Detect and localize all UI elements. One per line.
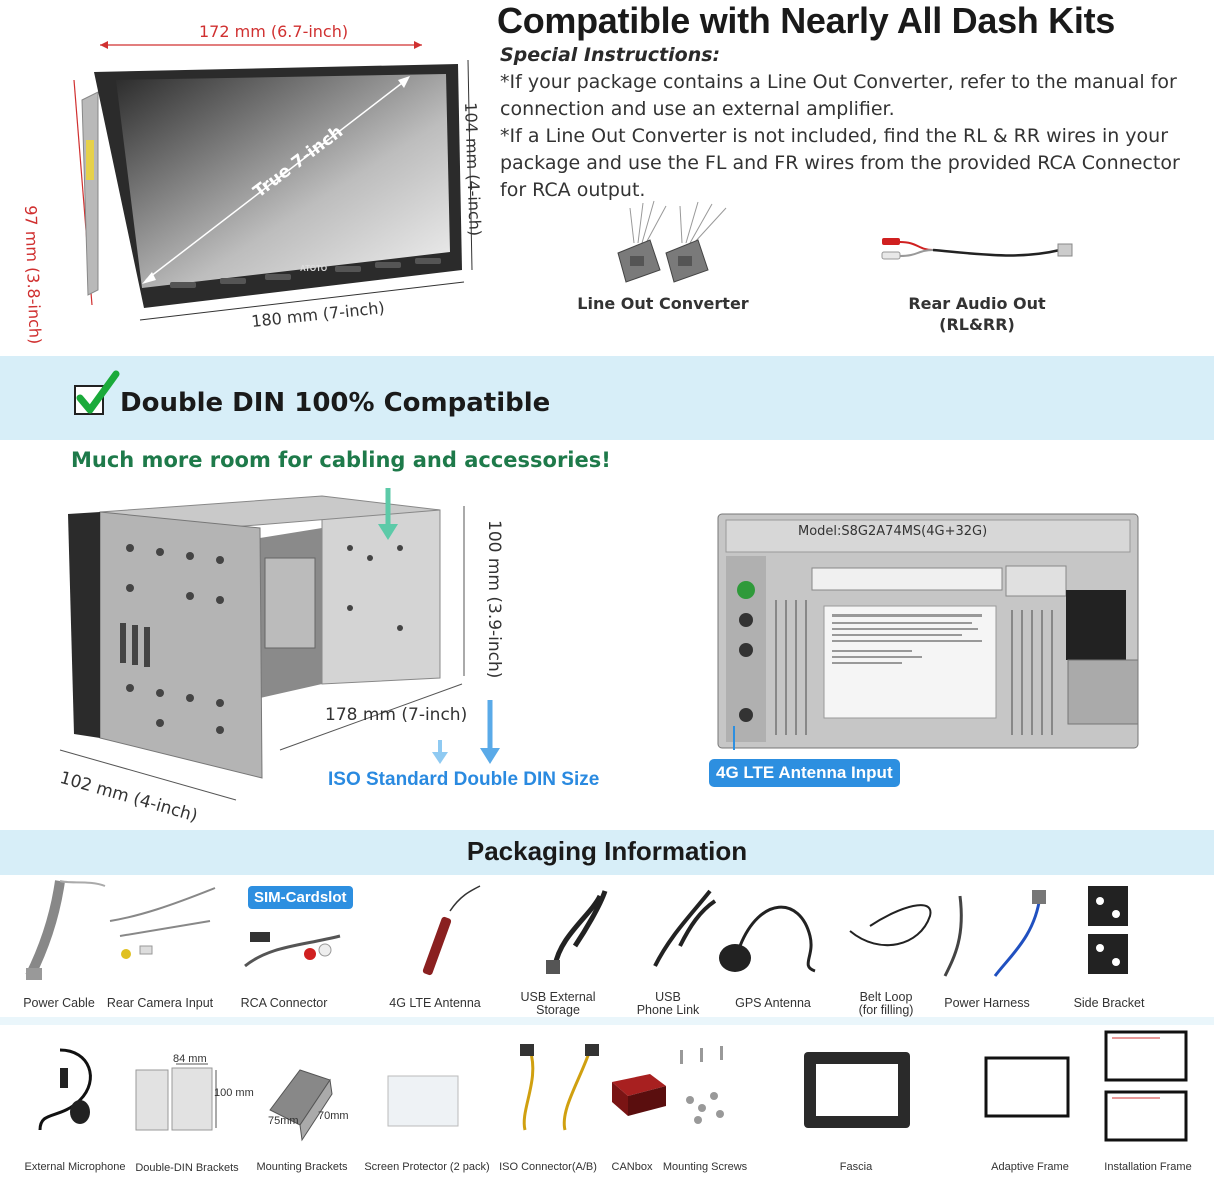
- item-label-usb-phone-1: USB: [655, 990, 681, 1004]
- mounting-bracket-icon: [269, 1069, 333, 1142]
- rca-connector-icon: [244, 932, 341, 968]
- item-label-canbox: CANbox: [611, 1161, 653, 1173]
- item-label-side-bracket: Side Bracket: [1073, 996, 1145, 1010]
- gps-antenna-icon: [719, 905, 816, 973]
- page-title: Compatible with Nearly All Dash Kits: [497, 0, 1115, 41]
- packaging-row1-images: [25, 880, 1128, 980]
- item-label-usb-phone-2: Phone Link: [636, 1003, 700, 1017]
- model-label: Model:S8G2A74MS(4G+32G): [798, 524, 988, 539]
- packaging-title: Packaging Information: [466, 836, 748, 866]
- dim-width-top: 172 mm (6.7-inch): [199, 22, 349, 41]
- din-depth-dim: 178 mm (7-inch): [325, 705, 468, 725]
- packaging-divider: [0, 1017, 1214, 1025]
- packaging-row2-images: [38, 1030, 1188, 1142]
- item-label-mounting-brackets: Mounting Brackets: [256, 1161, 348, 1173]
- din-height-dim: 100 mm (3.9-inch): [484, 520, 504, 679]
- fascia-icon: [804, 1052, 910, 1128]
- lte-antenna-icon: [422, 885, 481, 976]
- din-chassis-illustration: [59, 488, 500, 801]
- item-label-double-din-brackets: Double-DIN Brackets: [135, 1162, 239, 1174]
- item-label-lte: 4G LTE Antenna: [389, 996, 481, 1010]
- bracket-width-dim: 84 mm: [173, 1053, 207, 1065]
- screen-protector-icon: [387, 1075, 459, 1127]
- usb-storage-icon: [546, 890, 608, 974]
- din-title: Double DIN 100% Compatible: [120, 388, 551, 418]
- rear-audio-cable-image: [881, 238, 1073, 260]
- line-out-label: Line Out Converter: [577, 294, 749, 313]
- item-label-power-cable: Power Cable: [23, 996, 95, 1010]
- rear-camera-input-icon: [109, 887, 216, 959]
- adaptive-frame-icon: [984, 1056, 1070, 1118]
- dim-height-left: 97 mm (3.8-inch): [21, 205, 45, 345]
- installation-frame-icon: [1104, 1030, 1188, 1142]
- item-label-microphone: External Microphone: [24, 1161, 126, 1173]
- usb-phone-link-icon: [653, 889, 717, 967]
- power-harness-icon: [943, 890, 1046, 977]
- item-label-iso-connector: ISO Connector(A/B): [499, 1161, 597, 1173]
- item-label-adaptive-frame: Adaptive Frame: [991, 1161, 1069, 1173]
- item-label-rear-camera: Rear Camera Input: [106, 996, 214, 1010]
- line-out-converter-image: [617, 200, 727, 283]
- item-label-fascia: Fascia: [839, 1161, 873, 1173]
- item-label-installation-frame: Installation Frame: [1104, 1161, 1192, 1173]
- item-label-usb-storage-2: Storage: [536, 1003, 580, 1017]
- mounting-screws-icon: [680, 1046, 724, 1124]
- item-label-usb-storage-1: USB External: [520, 990, 596, 1004]
- din-band: [0, 356, 1214, 440]
- item-label-screen-protector: Screen Protector (2 pack): [364, 1161, 490, 1173]
- iso-connector-icon: [520, 1044, 599, 1131]
- item-label-gps: GPS Antenna: [735, 996, 811, 1010]
- iso-standard-label: ISO Standard Double DIN Size: [328, 769, 600, 790]
- item-label-belt-loop-1: Belt Loop: [859, 990, 913, 1004]
- belt-loop-icon: [849, 904, 932, 947]
- din-subtitle: Much more room for cabling and accessori…: [71, 448, 611, 472]
- head-unit-illustration: [73, 41, 473, 321]
- rear-audio-sublabel: (RL&RR): [939, 315, 1015, 334]
- item-label-power-harness: Power Harness: [944, 996, 1030, 1010]
- canbox-icon: [612, 1074, 666, 1116]
- instruction-1: *If your package contains a Line Out Con…: [500, 71, 1177, 120]
- check-icon: [74, 370, 120, 415]
- brand-logo: ATOTO: [300, 264, 328, 273]
- power-cable-icon: [25, 880, 106, 980]
- packaging-band: [0, 830, 1214, 875]
- side-bracket-icon: [1088, 886, 1128, 974]
- rear-audio-label: Rear Audio Out: [908, 294, 1046, 313]
- back-panel-illustration: [717, 513, 1139, 750]
- item-label-belt-loop-2: (for filling): [858, 1003, 914, 1017]
- instruction-2: *If a Line Out Converter is not included…: [500, 125, 1180, 201]
- instructions-heading: Special Instructions:: [500, 44, 721, 66]
- bracket-height-dim: 100 mm: [214, 1087, 254, 1099]
- double-din-bracket-icon: [135, 1063, 217, 1131]
- mount-dim-b: 70mm: [318, 1110, 349, 1122]
- item-label-rca: RCA Connector: [240, 996, 328, 1010]
- item-label-mounting-screws: Mounting Screws: [662, 1161, 748, 1173]
- mount-dim-a: 75mm: [268, 1115, 299, 1127]
- microphone-icon: [38, 1048, 92, 1131]
- sim-cardslot-label: SIM-Cardslot: [248, 886, 353, 909]
- lte-antenna-label: 4G LTE Antenna Input: [709, 759, 900, 787]
